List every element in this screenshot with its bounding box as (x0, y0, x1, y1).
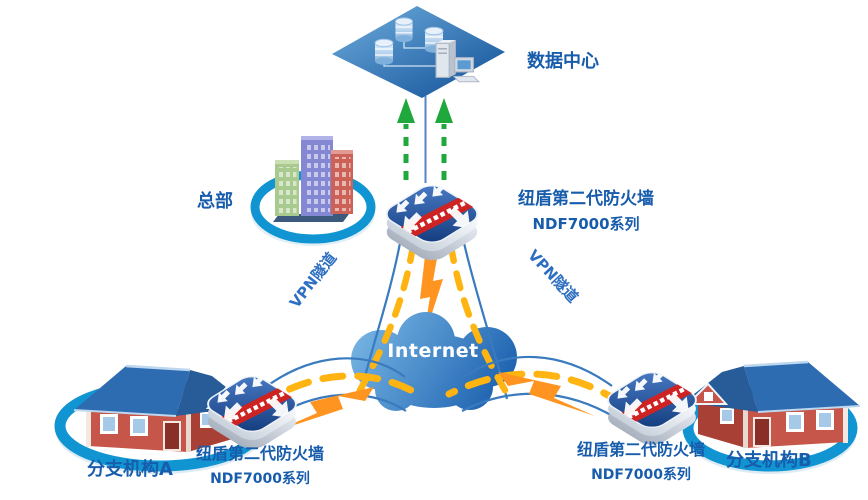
datacenter-platform (332, 6, 505, 98)
branch-a-firewall-series: NDF7000系列 (210, 471, 310, 487)
lightning-icon (498, 372, 595, 416)
headquarters-node (250, 136, 376, 246)
central-firewall-name: 纽盾第二代防火墙 (518, 189, 654, 209)
branch-b-label: 分支机构B (726, 450, 812, 471)
branch-a-label: 分支机构A (87, 459, 173, 480)
lightning-icon (276, 387, 374, 431)
lightning-icon (420, 247, 443, 341)
branch-b-firewall-name: 纽盾第二代防火墙 (576, 440, 705, 459)
hq-buildings-icon (273, 136, 353, 222)
central-firewall-series: NDF7000系列 (532, 215, 640, 233)
datacenter-label: 数据中心 (527, 51, 599, 72)
branch-a-firewall-name: 纽盾第二代防火墙 (195, 444, 324, 463)
uplink-to-datacenter (397, 96, 453, 183)
firewall-device-central (380, 181, 485, 265)
database-cylinder-icon (374, 38, 394, 66)
database-cylinder-icon (394, 17, 414, 43)
house-icon (682, 360, 862, 450)
uplink-arrow-icon (435, 98, 453, 123)
branch-b-node (682, 360, 862, 474)
uplink-arrow-icon (397, 98, 415, 123)
headquarters-label: 总部 (197, 191, 233, 212)
internet-label: Internet (387, 340, 479, 362)
branch-b-firewall-series: NDF7000系列 (591, 467, 691, 483)
